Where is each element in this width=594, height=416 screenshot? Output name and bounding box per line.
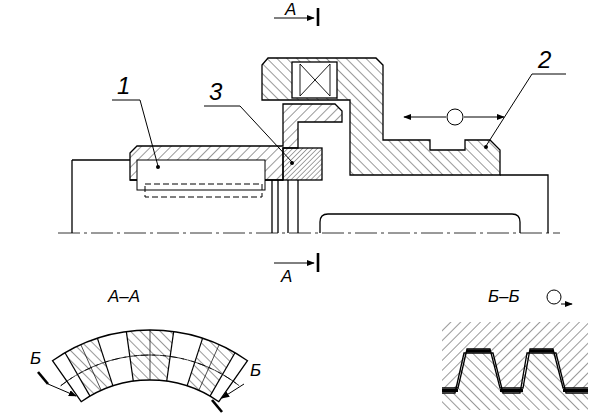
leader-dot	[156, 165, 160, 169]
leader-line	[486, 74, 566, 146]
tooth-flank	[150, 330, 151, 380]
rotated-symbol-arrow	[561, 304, 572, 305]
rotated-symbol	[547, 290, 561, 304]
callout-number: 2	[538, 48, 551, 72]
callout-number: 1	[117, 74, 130, 98]
leader-line	[204, 106, 292, 162]
leader-line	[112, 100, 158, 166]
key-slot	[137, 160, 265, 190]
left-shaft	[72, 160, 130, 233]
gear-tooth-cross	[300, 64, 330, 96]
shaft-ends	[272, 180, 298, 233]
main-view	[58, 8, 566, 272]
section-title: Б–Б	[488, 288, 520, 305]
section-stroke	[212, 400, 222, 412]
leader-dot	[484, 145, 488, 149]
tooth-flank	[126, 332, 133, 382]
keyway-slot	[320, 214, 520, 233]
gear-teeth	[292, 62, 337, 98]
section-letter: А	[281, 268, 292, 285]
section-a-a	[52, 330, 247, 402]
section-b-b	[442, 290, 588, 410]
tooth-flank	[187, 338, 202, 386]
clutch-tooth	[65, 338, 113, 396]
hidden-key	[145, 184, 262, 197]
section-letter: А	[285, 1, 296, 18]
tooth-flank	[210, 353, 235, 396]
section-a-a-marks	[38, 372, 244, 412]
section-arrow	[274, 263, 314, 264]
section-stroke	[317, 8, 320, 26]
tooth-profile	[442, 353, 588, 393]
tooth-gap	[442, 351, 588, 391]
motion-circle	[447, 109, 463, 125]
ring-section	[52, 330, 247, 402]
motion-arrow	[464, 117, 504, 118]
leader-dot	[290, 161, 294, 165]
tooth-flank	[65, 353, 90, 396]
section-arrow	[222, 384, 244, 398]
right-shaft	[130, 175, 548, 233]
section-stroke	[38, 372, 48, 384]
axis-line	[58, 233, 560, 234]
tooth-flank	[81, 345, 101, 391]
tooth-flank	[199, 345, 219, 391]
clutch-tooth	[187, 338, 235, 396]
ring-3	[283, 148, 322, 180]
section-stroke	[317, 253, 320, 272]
tooth-flank	[97, 338, 112, 386]
section-letter: Б	[250, 362, 261, 379]
motion-arrow	[404, 117, 446, 118]
section-letter: Б	[30, 350, 41, 367]
callout-number: 3	[209, 80, 222, 104]
section-title: А–А	[108, 288, 140, 305]
section-arrow	[48, 384, 76, 396]
tooth-flank	[167, 332, 174, 382]
